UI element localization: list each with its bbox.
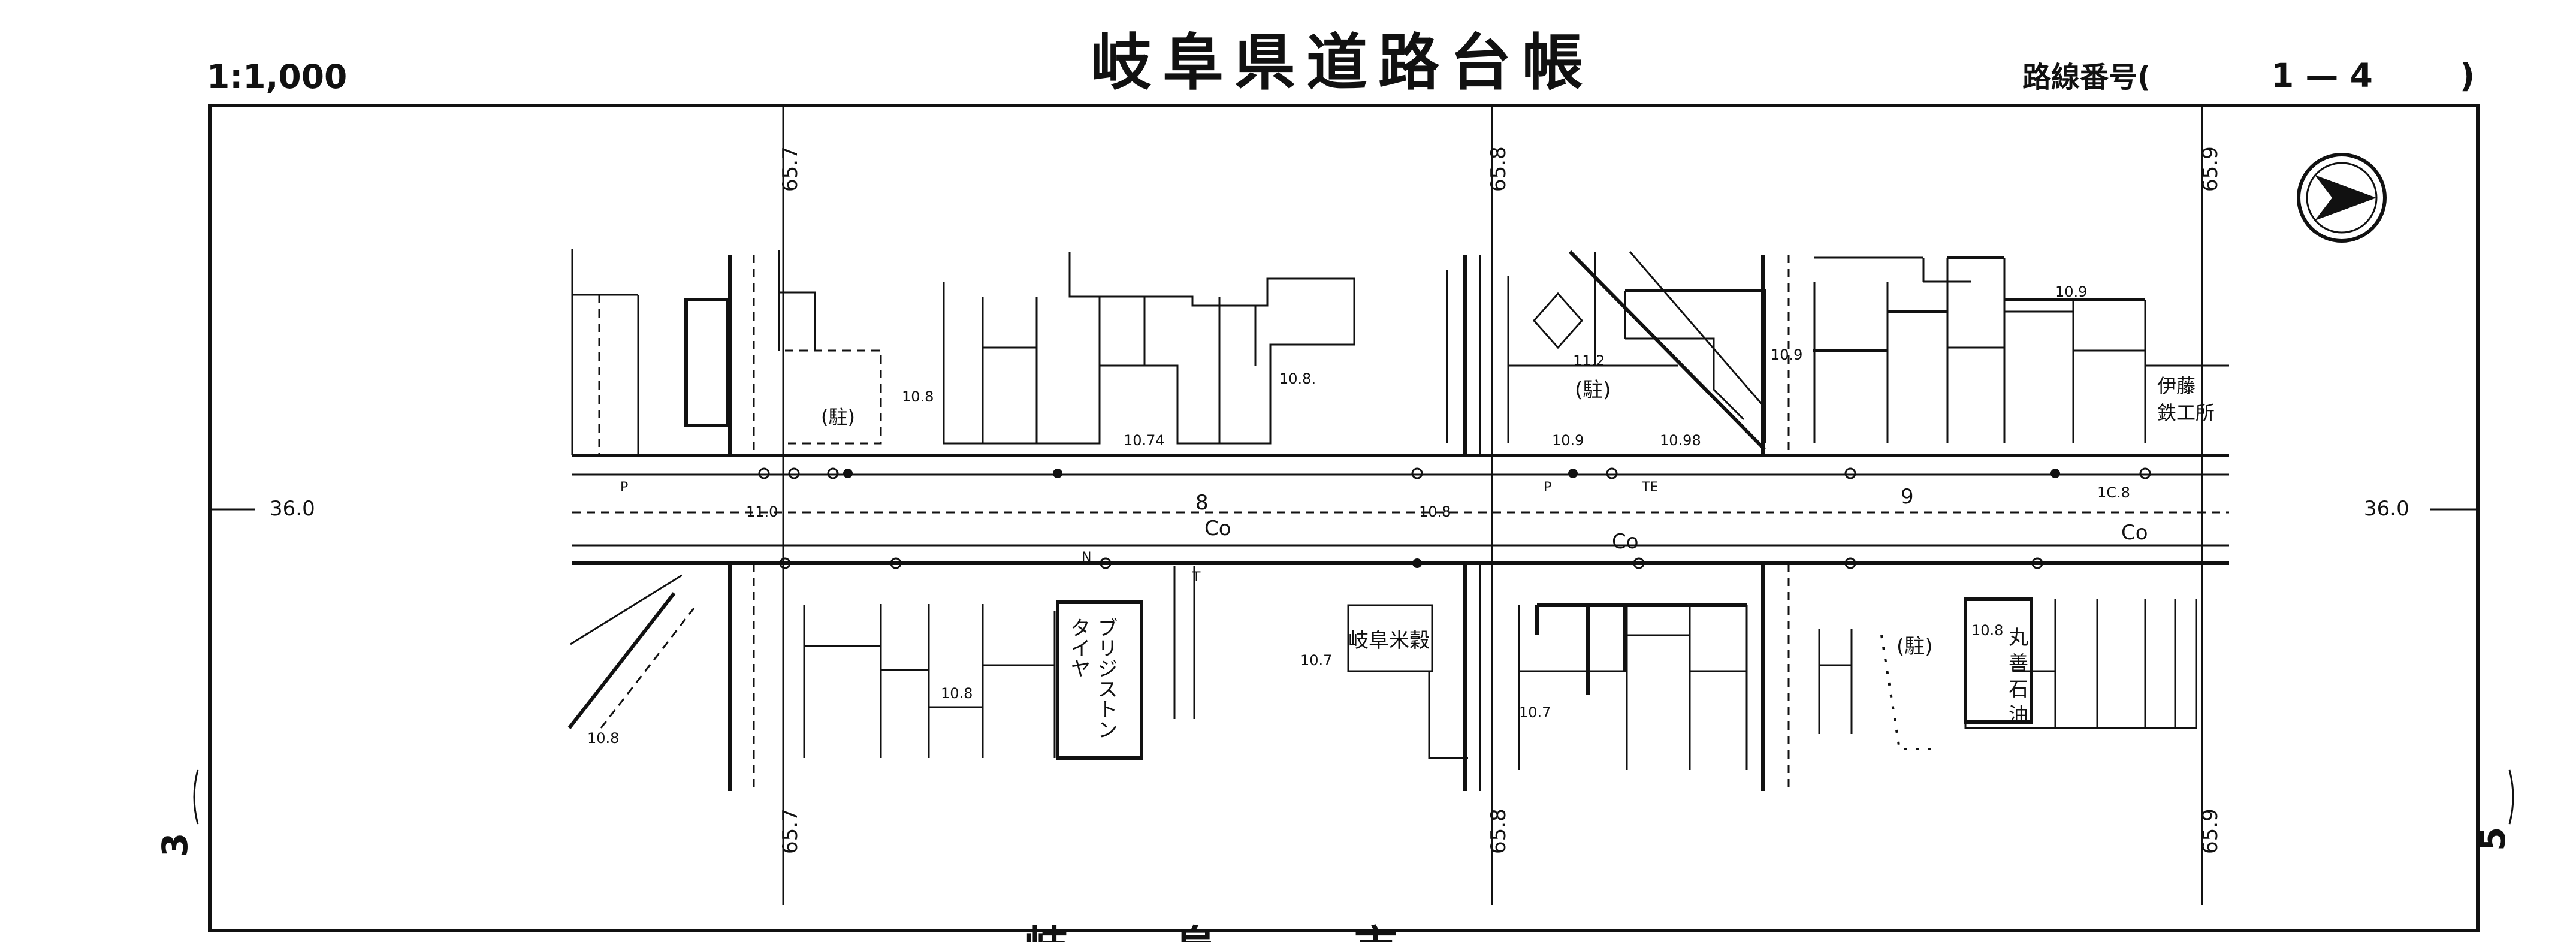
svg-text:10.7: 10.7 bbox=[1519, 704, 1551, 721]
grid-lines bbox=[210, 105, 2478, 905]
route-number-label: 路線番号( bbox=[2022, 61, 2151, 94]
svg-text:10.7: 10.7 bbox=[1300, 652, 1332, 669]
svg-text:5: 5 bbox=[2472, 827, 2513, 851]
right-page-mark: 5 bbox=[2472, 827, 2513, 851]
grid-coordinate-65-9-bottom: 65.9 bbox=[2198, 808, 2222, 854]
svg-text:10.74: 10.74 bbox=[1124, 432, 1165, 449]
grid-coordinate-65-9-top: 65.9 bbox=[2198, 146, 2222, 192]
map-title: 岐阜県道路台帳 bbox=[1091, 28, 1594, 99]
svg-text:タイヤ: タイヤ bbox=[1067, 617, 1091, 678]
svg-text:3: 3 bbox=[155, 833, 195, 857]
svg-text:10.8: 10.8 bbox=[902, 388, 934, 405]
footer-city-fragment-2: 阜 bbox=[1174, 922, 1218, 942]
ito-business-label-line-1: 伊藤 bbox=[2157, 375, 2196, 397]
svg-text:8: 8 bbox=[1195, 491, 1209, 515]
svg-text:65.9: 65.9 bbox=[2198, 146, 2222, 192]
bridgestone-label: ブリジストン タイヤ bbox=[1067, 617, 1118, 739]
road-code-labels: 8 Co Co 9 Co bbox=[1195, 485, 2148, 554]
svg-text:65.8: 65.8 bbox=[1487, 808, 1511, 854]
svg-text:10.8: 10.8 bbox=[587, 730, 619, 747]
right-page-mark-bracket bbox=[2508, 769, 2514, 825]
svg-text:10.9: 10.9 bbox=[1771, 346, 1802, 363]
svg-text:T: T bbox=[1192, 570, 1201, 585]
ito-business-label-line-2: 鉄工所 bbox=[2157, 401, 2215, 424]
svg-text:油: 油 bbox=[2009, 703, 2028, 726]
svg-text:65.9: 65.9 bbox=[2198, 808, 2222, 854]
svg-text:10.98: 10.98 bbox=[1660, 432, 1701, 449]
parking-label-1: (駐) bbox=[821, 406, 855, 428]
svg-text:TE: TE bbox=[1641, 480, 1658, 495]
svg-text:丸: 丸 bbox=[2009, 626, 2028, 649]
grid-coordinate-65-8-top: 65.8 bbox=[1487, 146, 1511, 192]
roadside-markers bbox=[758, 467, 2151, 569]
left-page-mark-bracket bbox=[193, 769, 199, 825]
route-number-value: 1 — 4 bbox=[2271, 56, 2373, 95]
grid-coordinate-65-8-bottom: 65.8 bbox=[1487, 808, 1511, 854]
svg-text:65.7: 65.7 bbox=[778, 808, 802, 854]
svg-text:9: 9 bbox=[1901, 485, 1914, 509]
svg-text:N: N bbox=[1082, 550, 1091, 565]
left-page-mark: 3 bbox=[155, 833, 195, 857]
svg-text:P: P bbox=[1544, 480, 1551, 495]
scale-label: 1:1,000 bbox=[207, 58, 347, 96]
svg-text:11.0: 11.0 bbox=[746, 503, 778, 520]
maruyoshi-oil-label: 丸 善 石 油 bbox=[2009, 626, 2028, 726]
grid-coordinate-65-7-bottom: 65.7 bbox=[778, 808, 802, 854]
svg-text:65.8: 65.8 bbox=[1487, 146, 1511, 192]
svg-text:10.8: 10.8 bbox=[1419, 503, 1451, 520]
svg-text:Co: Co bbox=[2121, 521, 2148, 545]
svg-text:善: 善 bbox=[2009, 651, 2028, 675]
diagonal-roads bbox=[567, 250, 1766, 729]
parking-label-3: (駐) bbox=[1896, 635, 1933, 659]
parking-label-2: (駐) bbox=[1575, 378, 1611, 402]
map-sheet-border bbox=[208, 104, 2480, 932]
grid-coordinate-36-0-right: 36.0 bbox=[2364, 497, 2409, 521]
svg-text:ブリジストン: ブリジストン bbox=[1094, 617, 1118, 739]
svg-text:65.7: 65.7 bbox=[778, 146, 802, 192]
grid-coordinate-65-7-top: 65.7 bbox=[778, 146, 802, 192]
elevation-labels: 10.8 10.74 10.8. 11.2 10.9 10.98 10.9 10… bbox=[587, 283, 2130, 747]
route-number-close: ) bbox=[2460, 56, 2475, 95]
svg-text:Co: Co bbox=[1612, 530, 1639, 554]
svg-text:Co: Co bbox=[1204, 517, 1231, 541]
svg-text:石: 石 bbox=[2009, 677, 2028, 701]
footer-city-fragment-3: 市 bbox=[1354, 922, 1397, 942]
svg-text:1C.8: 1C.8 bbox=[2097, 484, 2130, 501]
north-arrow-icon bbox=[2297, 153, 2387, 243]
grid-coordinate-36-0-left: 36.0 bbox=[270, 497, 315, 521]
gifu-rice-label: 岐阜米穀 bbox=[1348, 629, 1430, 653]
building-blocks bbox=[571, 249, 2229, 770]
footer-city-fragment-1: 岐 bbox=[1025, 922, 1068, 942]
svg-text:10.8: 10.8 bbox=[1971, 622, 2003, 639]
road-network bbox=[572, 255, 2229, 791]
svg-text:11.2: 11.2 bbox=[1573, 352, 1605, 369]
svg-text:P: P bbox=[620, 480, 628, 495]
svg-text:10.8.: 10.8. bbox=[1279, 370, 1316, 387]
svg-text:10.9: 10.9 bbox=[1552, 432, 1584, 449]
svg-text:10.8: 10.8 bbox=[941, 685, 973, 702]
svg-text:10.9: 10.9 bbox=[2055, 283, 2087, 300]
small-road-marks: P N T P TE bbox=[620, 480, 1658, 585]
